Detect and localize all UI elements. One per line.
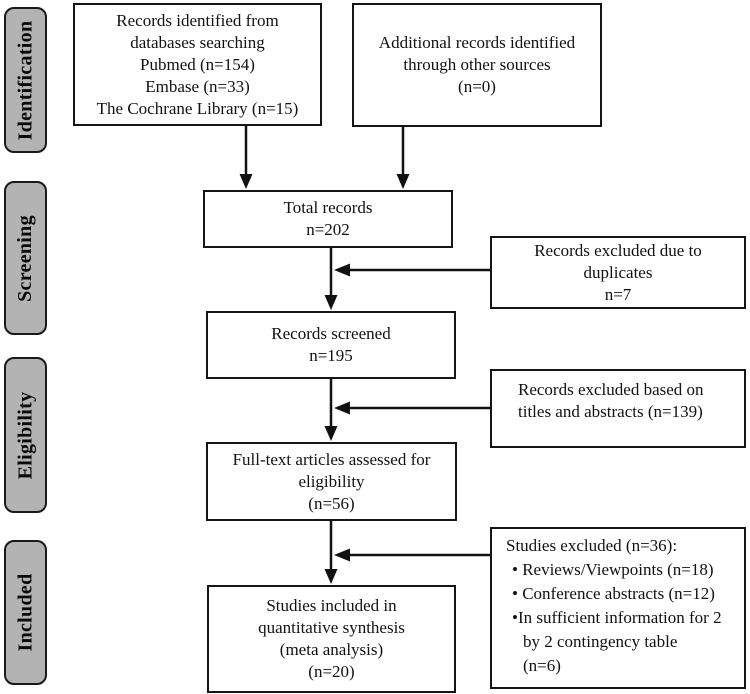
box-line: n=7 bbox=[604, 284, 632, 304]
arrow-databases-to-total bbox=[239, 126, 253, 189]
stage-included: Included bbox=[4, 540, 47, 685]
box-additional-records-other-sources: Additional records identified through ot… bbox=[352, 3, 602, 127]
box-bullet-line: •In sufficient information for 2 bbox=[512, 608, 722, 627]
box-line: Records excluded due to bbox=[534, 240, 702, 260]
arrow-fulltext-to-included bbox=[324, 521, 338, 584]
box-line: Records identified from bbox=[116, 10, 279, 30]
arrow-titles-excluded-to-line bbox=[334, 401, 490, 415]
box-line: Studies included in bbox=[266, 596, 397, 615]
stage-screening: Screening bbox=[4, 181, 47, 335]
box-line: (n=56) bbox=[308, 493, 355, 513]
box-line: Total records bbox=[283, 198, 373, 217]
box-line: Records excluded based on bbox=[518, 380, 704, 399]
box-bullet-line: • Conference abstracts (n=12) bbox=[512, 584, 715, 603]
box-records-excluded-duplicates: Records excluded due to duplicates n=7 bbox=[490, 236, 746, 309]
box-studies-included-meta-analysis: Studies included in quantitative synthes… bbox=[207, 585, 456, 693]
box-records-excluded-titles-abstracts: Records excluded based on titles and abs… bbox=[490, 369, 746, 448]
box-line: eligibility bbox=[298, 471, 365, 491]
box-line: n=202 bbox=[306, 220, 350, 239]
box-line: (meta analysis) bbox=[279, 640, 384, 659]
box-line: (n=0) bbox=[458, 77, 496, 96]
box-line: n=195 bbox=[309, 346, 353, 365]
stage-label: Eligibility bbox=[14, 391, 37, 479]
box-line: quantitative synthesis bbox=[258, 618, 405, 637]
stage-label: Included bbox=[14, 573, 36, 652]
box-line: The Cochrane Library (n=15) bbox=[96, 98, 299, 118]
box-line: duplicates bbox=[583, 262, 653, 282]
arrow-other-sources-to-total bbox=[396, 127, 410, 189]
box-line: Full-text articles assessed for bbox=[232, 449, 431, 469]
stage-eligibility: Eligibility bbox=[4, 357, 47, 513]
box-bullet-line: • Reviews/Viewpoints (n=18) bbox=[512, 560, 714, 579]
box-total-records: Total records n=202 bbox=[203, 190, 453, 248]
box-line: databases searching bbox=[130, 32, 265, 52]
box-line: (n=20) bbox=[308, 662, 355, 681]
box-line: Pubmed (n=154) bbox=[140, 54, 255, 74]
box-wrap-line: by 2 contingency table bbox=[523, 632, 678, 651]
stage-label: Identification bbox=[14, 20, 37, 140]
box-fulltext-assessed: Full-text articles assessed for eligibil… bbox=[206, 442, 457, 521]
box-records-identified-databases: Records identified from databases search… bbox=[73, 3, 322, 126]
box-line: titles and abstracts (n=139) bbox=[518, 402, 703, 421]
box-line: Records screened bbox=[271, 324, 391, 343]
arrow-studies-excluded-to-line bbox=[334, 548, 490, 562]
box-line: Additional records identified bbox=[378, 33, 576, 52]
box-wrap-line: (n=6) bbox=[523, 656, 561, 675]
stage-identification: Identification bbox=[4, 7, 47, 153]
box-line: Embase (n=33) bbox=[145, 76, 250, 96]
box-line: through other sources bbox=[403, 55, 551, 74]
box-records-screened: Records screened n=195 bbox=[206, 311, 456, 379]
box-studies-excluded: Studies excluded (n=36): • Reviews/Viewp… bbox=[490, 527, 746, 689]
arrow-duplicates-to-line bbox=[334, 263, 490, 277]
arrow-screened-to-fulltext bbox=[324, 379, 338, 441]
arrow-total-to-screened bbox=[324, 248, 338, 310]
stage-label: Screening bbox=[14, 214, 36, 302]
box-line: Studies excluded (n=36): bbox=[506, 536, 678, 555]
